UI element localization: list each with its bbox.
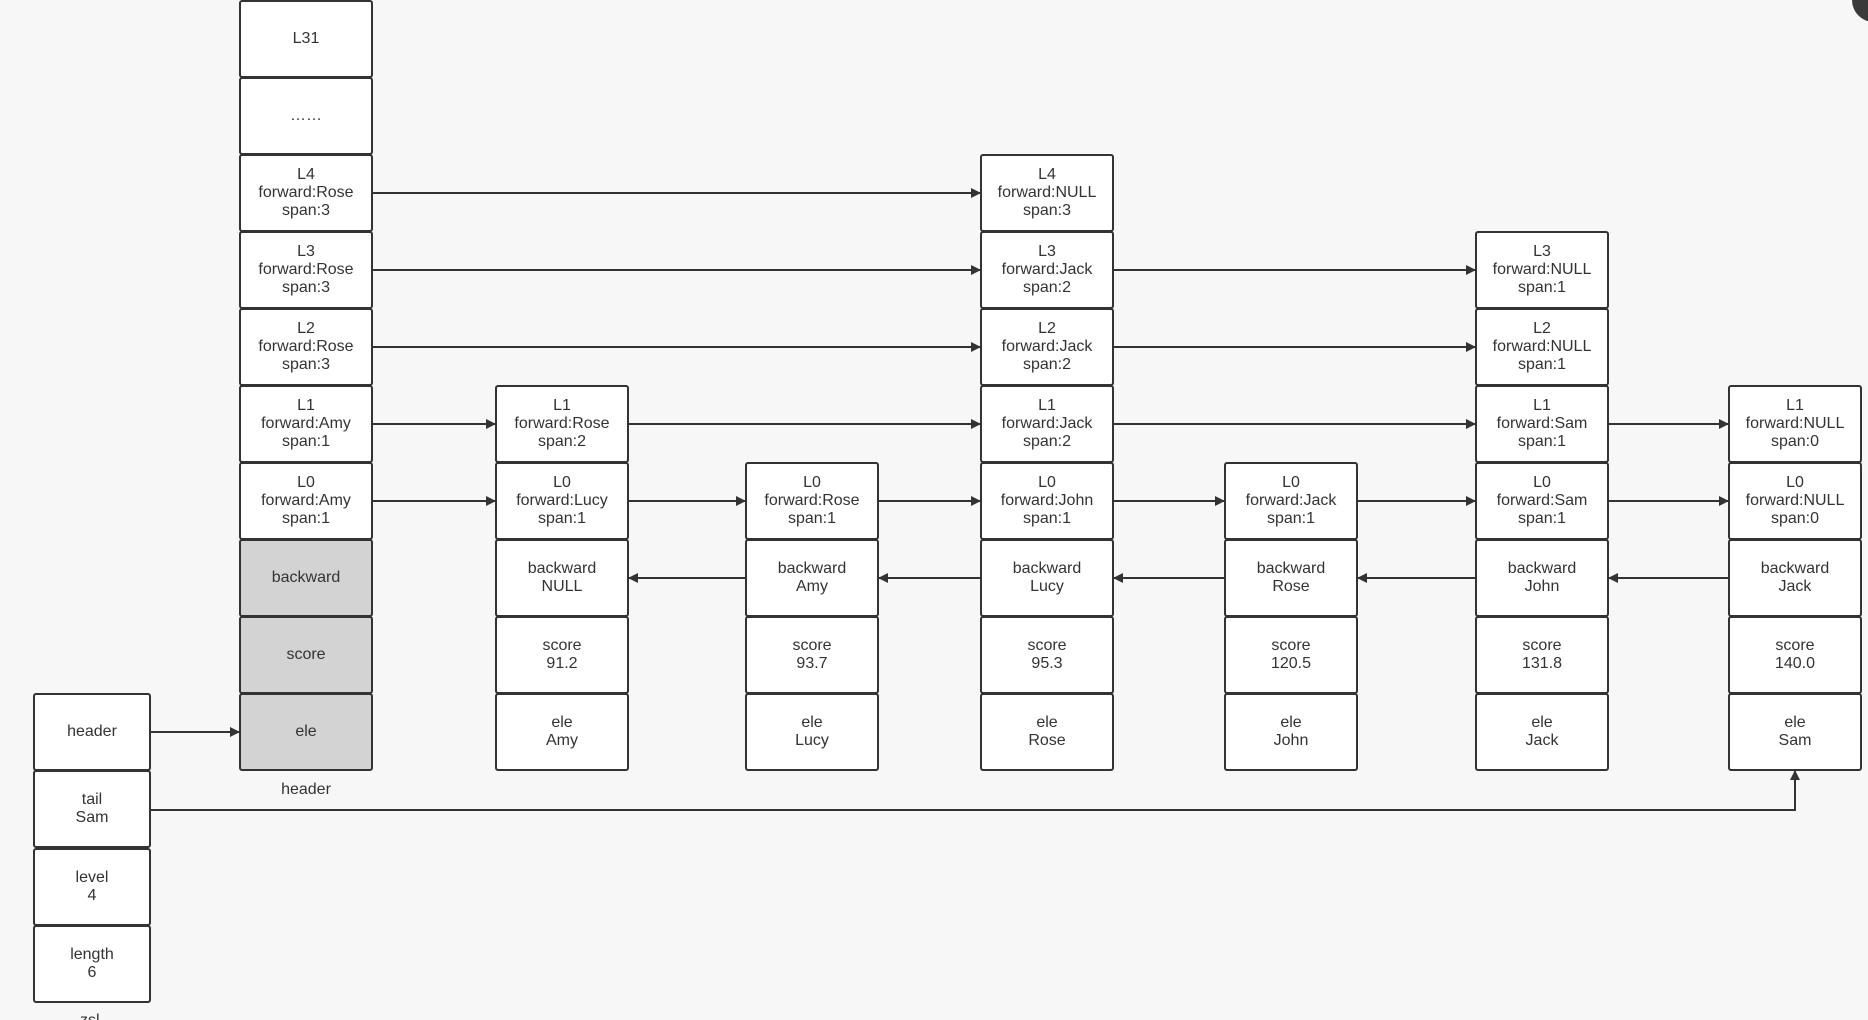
node-lucy-level-l0-cell: L0 forward:Rose span:1: [745, 462, 879, 540]
node-sam-backward-cell-text: backward Jack: [1760, 560, 1830, 595]
node-lucy-ele-cell: ele Lucy: [745, 693, 879, 771]
node-jack-level-l1-cell-text: L1 forward:Sam span:1: [1496, 397, 1588, 450]
header-level-l0-cell: L0 forward:Amy span:1: [239, 462, 373, 540]
zsl-header-cell-text: header: [67, 723, 117, 740]
header-score-cell-text: score: [286, 646, 326, 663]
node-rose-level-l4-cell: L4 forward:NULL span:3: [980, 154, 1114, 232]
header-backward-cell-text: backward: [271, 569, 341, 586]
node-sam-ele-cell: ele Sam: [1728, 693, 1862, 771]
zsl-header-cell: header: [33, 693, 151, 771]
node-jack-backward-cell-text: backward John: [1507, 560, 1577, 595]
node-amy-score-cell: score 91.2: [495, 616, 629, 694]
node-rose-level-l0-cell: L0 forward:John span:1: [980, 462, 1114, 540]
node-lucy-score-cell: score 93.7: [745, 616, 879, 694]
node-sam-level-l0-cell: L0 forward:NULL span:0: [1728, 462, 1862, 540]
node-rose-score-cell: score 95.3: [980, 616, 1114, 694]
node-amy-level-l0-cell-text: L0 forward:Lucy span:1: [516, 474, 608, 527]
node-jack-ele-cell: ele Jack: [1475, 693, 1609, 771]
header-level-l4-cell: L4 forward:Rose span:3: [239, 154, 373, 232]
node-rose-level-l1-cell-text: L1 forward:Jack span:2: [1001, 397, 1093, 450]
zsl-level-cell: level 4: [33, 848, 151, 926]
node-sam-level-l1-cell: L1 forward:NULL span:0: [1728, 385, 1862, 463]
node-amy-backward-cell: backward NULL: [495, 539, 629, 617]
node-rose-level-l2-cell: L2 forward:Jack span:2: [980, 308, 1114, 386]
node-jack-level-l3-cell: L3 forward:NULL span:1: [1475, 231, 1609, 309]
node-john-ele-cell: ele John: [1224, 693, 1358, 771]
header-backward-cell: backward: [239, 539, 373, 617]
node-jack-level-l2-cell: L2 forward:NULL span:1: [1475, 308, 1609, 386]
node-john-backward-cell: backward Rose: [1224, 539, 1358, 617]
zsl-level-cell-text: level 4: [75, 869, 109, 904]
node-rose-level-l3-cell-text: L3 forward:Jack span:2: [1001, 243, 1093, 296]
node-jack-level-l3-cell-text: L3 forward:NULL span:1: [1492, 243, 1592, 296]
node-rose-level-l1-cell: L1 forward:Jack span:2: [980, 385, 1114, 463]
header-ele-cell-text: ele: [295, 723, 317, 740]
header-level-l4-cell-text: L4 forward:Rose span:3: [258, 166, 354, 219]
node-john-level-l0-cell-text: L0 forward:Jack span:1: [1245, 474, 1337, 527]
header-level-l3-cell: L3 forward:Rose span:3: [239, 231, 373, 309]
node-john-score-cell: score 120.5: [1224, 616, 1358, 694]
node-jack-score-cell: score 131.8: [1475, 616, 1609, 694]
node-john-score-cell-text: score 120.5: [1270, 637, 1312, 672]
header-score-cell: score: [239, 616, 373, 694]
node-amy-score-cell-text: score 91.2: [542, 637, 582, 672]
node-jack-backward-cell: backward John: [1475, 539, 1609, 617]
node-john-backward-cell-text: backward Rose: [1256, 560, 1326, 595]
zsl-caption: zsl: [80, 1012, 100, 1020]
header-level-l31-cell-text: L31: [292, 30, 320, 47]
header-level-l1-cell: L1 forward:Amy span:1: [239, 385, 373, 463]
header-level-l1-cell-text: L1 forward:Amy span:1: [261, 397, 351, 450]
header-level-ellipsis-cell: ……: [239, 77, 373, 155]
node-rose-level-l0-cell-text: L0 forward:John span:1: [1000, 474, 1094, 527]
header-level-l31-cell: L31: [239, 0, 373, 78]
header-caption: header: [281, 781, 331, 798]
node-john-ele-cell-text: ele John: [1273, 714, 1309, 749]
node-sam-level-l0-cell-text: L0 forward:NULL span:0: [1745, 474, 1845, 527]
zsl-tail-cell-text: tail Sam: [75, 791, 109, 826]
header-ele-cell: ele: [239, 693, 373, 771]
node-rose-level-l2-cell-text: L2 forward:Jack span:2: [1001, 320, 1093, 373]
node-sam-score-cell: score 140.0: [1728, 616, 1862, 694]
node-rose-backward-cell-text: backward Lucy: [1012, 560, 1082, 595]
node-jack-ele-cell-text: ele Jack: [1525, 714, 1559, 749]
node-amy-ele-cell: ele Amy: [495, 693, 629, 771]
zsl-tail-cell: tail Sam: [33, 770, 151, 848]
node-amy-ele-cell-text: ele Amy: [546, 714, 578, 749]
node-jack-level-l0-cell-text: L0 forward:Sam span:1: [1496, 474, 1588, 527]
header-level-l2-cell-text: L2 forward:Rose span:3: [258, 320, 354, 373]
node-amy-level-l1-cell-text: L1 forward:Rose span:2: [514, 397, 610, 450]
node-rose-ele-cell-text: ele Rose: [1028, 714, 1066, 749]
node-lucy-backward-cell: backward Amy: [745, 539, 879, 617]
header-level-l2-cell: L2 forward:Rose span:3: [239, 308, 373, 386]
node-sam-ele-cell-text: ele Sam: [1778, 714, 1812, 749]
node-lucy-ele-cell-text: ele Lucy: [795, 714, 829, 749]
zsl-length-cell-text: length 6: [70, 946, 114, 981]
node-lucy-level-l0-cell-text: L0 forward:Rose span:1: [764, 474, 860, 527]
node-amy-level-l0-cell: L0 forward:Lucy span:1: [495, 462, 629, 540]
zsl-tail-arrow: [151, 770, 1800, 811]
node-rose-level-l3-cell: L3 forward:Jack span:2: [980, 231, 1114, 309]
node-rose-ele-cell: ele Rose: [980, 693, 1114, 771]
node-jack-level-l1-cell: L1 forward:Sam span:1: [1475, 385, 1609, 463]
node-sam-score-cell-text: score 140.0: [1774, 637, 1816, 672]
node-sam-backward-cell: backward Jack: [1728, 539, 1862, 617]
node-amy-level-l1-cell: L1 forward:Rose span:2: [495, 385, 629, 463]
header-level-ellipsis-cell-text: ……: [290, 107, 322, 124]
zsl-length-cell: length 6: [33, 925, 151, 1003]
node-jack-level-l2-cell-text: L2 forward:NULL span:1: [1492, 320, 1592, 373]
header-level-l3-cell-text: L3 forward:Rose span:3: [258, 243, 354, 296]
node-lucy-score-cell-text: score 93.7: [792, 637, 832, 672]
node-jack-level-l0-cell: L0 forward:Sam span:1: [1475, 462, 1609, 540]
node-rose-backward-cell: backward Lucy: [980, 539, 1114, 617]
node-sam-level-l1-cell-text: L1 forward:NULL span:0: [1745, 397, 1845, 450]
header-level-l0-cell-text: L0 forward:Amy span:1: [261, 474, 351, 527]
node-john-level-l0-cell: L0 forward:Jack span:1: [1224, 462, 1358, 540]
node-amy-backward-cell-text: backward NULL: [527, 560, 597, 595]
node-rose-score-cell-text: score 95.3: [1027, 637, 1067, 672]
node-jack-score-cell-text: score 131.8: [1521, 637, 1563, 672]
node-rose-level-l4-cell-text: L4 forward:NULL span:3: [997, 166, 1097, 219]
node-lucy-backward-cell-text: backward Amy: [777, 560, 847, 595]
